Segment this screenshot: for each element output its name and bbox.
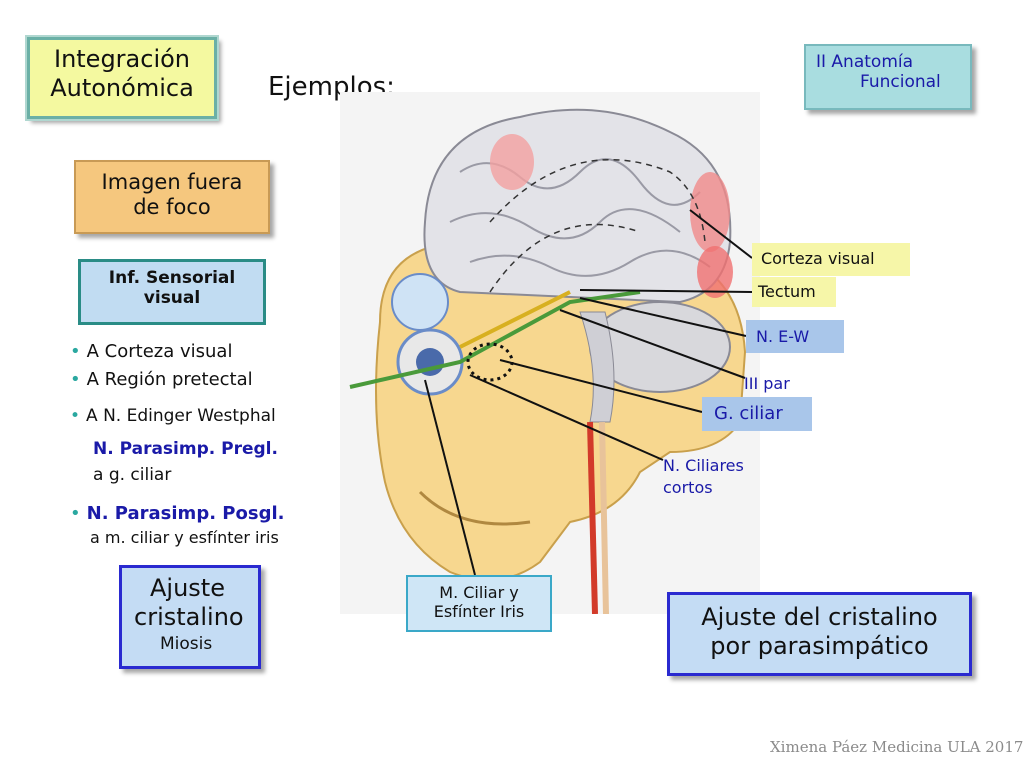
section-box: II Anatomía Funcional <box>804 44 972 110</box>
bullet-dot-icon: • <box>70 369 81 390</box>
ciliary-ganglion-marker <box>466 342 514 382</box>
leader-corteza <box>689 209 753 259</box>
bullet-pretectal: •A Región pretectal <box>70 369 253 390</box>
bullet-dot-icon: • <box>70 406 81 426</box>
ciliary-muscle-line-2: Esfínter Iris <box>433 602 525 622</box>
gyri-line <box>449 208 681 240</box>
bullet-text: A N. Edinger Westphal <box>86 406 276 426</box>
cortex-highlight <box>490 134 534 190</box>
dashed-pathway <box>489 159 706 243</box>
leader-iii-par <box>559 309 746 379</box>
leader-ciliares <box>469 374 664 461</box>
lens-adjust-box: Ajuste cristalino Miosis <box>119 565 261 669</box>
out-of-focus-line-1: Imagen fuera <box>101 170 243 194</box>
ciliary-muscle-line-1: M. Ciliar y <box>439 583 519 602</box>
visual-cortex-highlight <box>697 246 733 298</box>
bullet-visual-cortex: •A Corteza visual <box>70 341 232 362</box>
oculomotor-nerve-line <box>459 290 571 349</box>
bullet-dot-icon: • <box>70 503 81 524</box>
brain-skull-illustration <box>340 92 760 614</box>
conclusion-box: Ajuste del cristalino por parasimpático <box>667 592 972 676</box>
label-ciliary-nerves: N. Ciliares cortos <box>663 455 744 498</box>
sensory-info-box: Inf. Sensorial visual <box>78 259 266 325</box>
conclusion-line-1: Ajuste del cristalino <box>701 603 938 631</box>
brainstem-shape <box>579 311 615 423</box>
bullet-text: N. Parasimp. Posgl. <box>86 503 285 524</box>
label-n-ew: N. E-W <box>746 320 844 353</box>
leader-m-ciliar <box>424 379 476 576</box>
bullet-edinger-westphal: •A N. Edinger Westphal <box>70 406 276 426</box>
title-line-1: Integración <box>53 45 191 73</box>
ciliary-nerves-line-1: N. Ciliares <box>663 456 744 475</box>
label-iii-par: III par <box>744 374 790 393</box>
leader-ew <box>579 297 747 337</box>
out-of-focus-box: Imagen fuera de foco <box>74 160 270 234</box>
leader-tectum <box>579 289 753 293</box>
gyri-line <box>469 249 711 277</box>
label-g-ciliar: G. ciliar <box>702 397 812 431</box>
bullet-text: A Región pretectal <box>86 369 253 390</box>
sensory-line-2: visual <box>143 288 201 309</box>
orbit-shape <box>391 273 449 331</box>
optic-nerve-line <box>349 290 641 389</box>
out-of-focus-line-2: de foco <box>133 195 211 220</box>
postganglionic-target: a m. ciliar y esfínter iris <box>90 528 279 547</box>
nerve-column <box>599 421 609 614</box>
dashed-pathway <box>489 223 641 293</box>
title-line-2: Autonómica <box>50 73 194 102</box>
section-line-2: Funcional <box>860 72 941 93</box>
ciliary-nerves-line-2: cortos <box>663 477 713 497</box>
label-tectum: Tectum <box>752 277 836 307</box>
footer-credit: Ximena Páez Medicina ULA 2017 <box>770 738 1024 756</box>
bullet-dot-icon: • <box>70 341 81 362</box>
title-box: Integración Autonómica <box>25 35 219 121</box>
sensory-line-1: Inf. Sensorial <box>108 268 236 288</box>
preganglionic-target: a g. ciliar <box>93 465 172 485</box>
conclusion-line-2: por parasimpático <box>710 631 929 660</box>
lens-adjust-line-1: Ajuste <box>150 574 225 602</box>
leader-g-ciliar <box>499 359 703 413</box>
preganglionic-label: N. Parasimp. Pregl. <box>93 439 278 459</box>
bullet-postganglionic: •N. Parasimp. Posgl. <box>70 503 284 524</box>
label-ciliary-muscle: M. Ciliar y Esfínter Iris <box>406 575 552 632</box>
label-visual-cortex: Corteza visual <box>752 243 910 276</box>
section-line-1: II Anatomía <box>816 52 914 72</box>
bullet-text: A Corteza visual <box>86 341 233 362</box>
jaw-line <box>418 490 531 526</box>
artery-line <box>587 421 598 614</box>
miosis-label: Miosis <box>160 633 213 654</box>
lens-adjust-line-2: cristalino <box>134 602 244 631</box>
